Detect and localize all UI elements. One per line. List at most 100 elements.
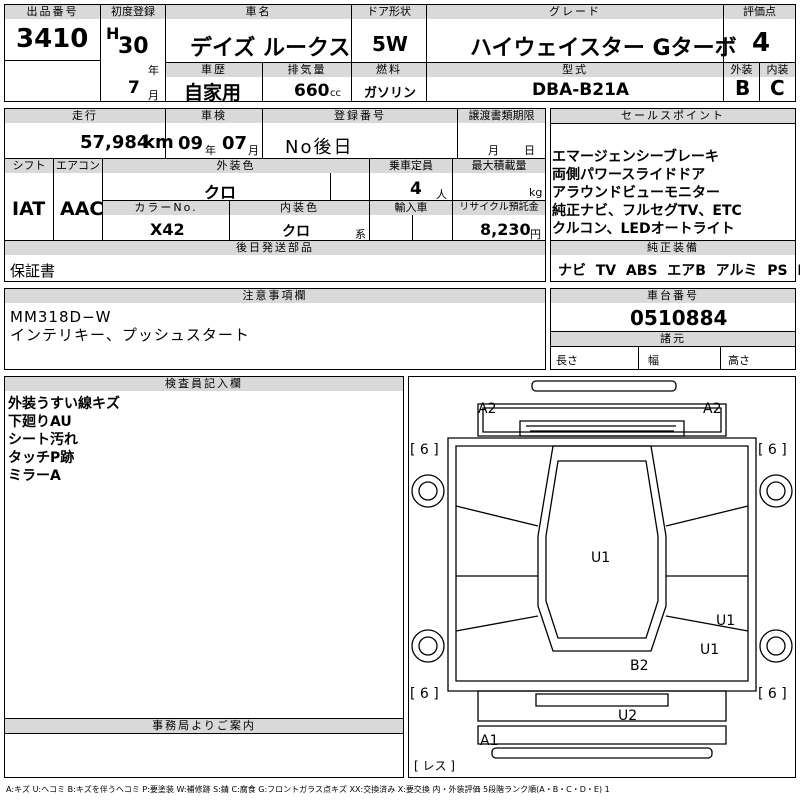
door-value: 5W bbox=[372, 32, 408, 56]
model-value: DBA-B21A bbox=[532, 80, 630, 100]
reg-year: 30 bbox=[118, 34, 149, 59]
notes-line: MM318D−W bbox=[10, 308, 112, 326]
sales-line: 純正ナビ、フルセグTV、ETC bbox=[552, 203, 742, 219]
chassis-label: 車台番号 bbox=[551, 289, 795, 303]
equip-item: PS bbox=[767, 263, 788, 279]
insp-month: 07 bbox=[222, 133, 248, 154]
label-u1-side1: U1 bbox=[716, 613, 735, 629]
ac-label: エアコン bbox=[54, 159, 102, 173]
label-u1-side2: U1 bbox=[700, 642, 719, 658]
plate-value: No後日 bbox=[285, 137, 354, 158]
label-a1: A1 bbox=[480, 733, 498, 749]
car-diagram: A2 A2 [ 6 ] [ 6 ] U1 U1 U1 B2 [ 6 ] [ 6 … bbox=[410, 380, 793, 773]
label-six-tl: [ 6 ] bbox=[410, 442, 439, 458]
capacity-value: 4 bbox=[410, 179, 422, 199]
dims-length: 長さ bbox=[556, 354, 578, 367]
score-value: 4 bbox=[752, 28, 771, 58]
sales-lines: エマージェンシーブレーキ 両側パワースライドドア アラウンドビューモニター 純正… bbox=[552, 148, 742, 238]
fuel-value: ガソリン bbox=[364, 86, 417, 101]
label-u1-roof: U1 bbox=[591, 550, 610, 566]
equipment-list: ナビ TV ABS エアB アルミ PS PW bbox=[558, 260, 800, 280]
recycle-unit: 円 bbox=[530, 228, 541, 241]
maxload-unit: kg bbox=[529, 186, 543, 199]
inspector-line: 外装うすい線キズ bbox=[8, 396, 120, 412]
later-value: 保証書 bbox=[10, 262, 56, 280]
colorno-label: カラーNo. bbox=[103, 201, 229, 215]
label-six-tr: [ 6 ] bbox=[758, 442, 787, 458]
top-frame bbox=[4, 4, 796, 102]
inspector-label: 検査員記入欄 bbox=[5, 377, 403, 391]
intcolor-value: クロ bbox=[282, 224, 310, 240]
label-six-bl: [ 6 ] bbox=[410, 686, 439, 702]
chassis-value: 0510884 bbox=[630, 306, 728, 330]
equip-item: エアB bbox=[667, 263, 706, 279]
later-label: 後日発送部品 bbox=[5, 241, 545, 255]
grade-value: ハイウェイスター Gターボ bbox=[470, 36, 737, 61]
reg-year-unit: 年 bbox=[148, 64, 159, 77]
disp-value: 660 bbox=[294, 81, 330, 101]
mid-frame bbox=[4, 108, 546, 282]
dims-width: 幅 bbox=[648, 354, 659, 367]
recycle-value: 8,230 bbox=[480, 220, 531, 239]
model-label: 型式 bbox=[427, 63, 723, 77]
inspector-frame bbox=[4, 376, 404, 778]
disp-unit: cc bbox=[330, 88, 341, 99]
intcolor-unit: 系 bbox=[355, 228, 366, 241]
chassis-frame bbox=[550, 288, 796, 370]
inspector-line: ミラーA bbox=[8, 468, 61, 484]
score-ext: B bbox=[735, 76, 751, 100]
dims-height: 高さ bbox=[728, 354, 750, 367]
sales-line: 両側パワースライドドア bbox=[552, 167, 706, 183]
maxload-label: 最大積載量 bbox=[453, 159, 545, 173]
door-label: ドア形状 bbox=[352, 5, 426, 19]
notes-frame bbox=[4, 288, 546, 370]
label-a2-left: A2 bbox=[478, 401, 496, 417]
grade-label: グレード bbox=[427, 5, 723, 19]
score-ext-label: 外装 bbox=[724, 63, 759, 77]
car-name: デイズ ルークス bbox=[190, 36, 351, 61]
diagram-frame bbox=[408, 376, 796, 778]
inspector-line: タッチP跡 bbox=[8, 450, 75, 466]
extcolor-value: クロ bbox=[204, 183, 237, 202]
disp-label: 排気量 bbox=[263, 63, 351, 77]
equip-item: アルミ bbox=[715, 263, 758, 279]
extcolor-label: 外装色 bbox=[103, 159, 369, 173]
equipment-label: 純正装備 bbox=[551, 241, 795, 255]
notes-lines: MM318D−W インテリキー、プッシュスタート bbox=[10, 308, 250, 344]
transfer-label: 譲渡書類期限 bbox=[458, 109, 545, 123]
ac-value: AAC bbox=[60, 198, 104, 220]
legend: A:キズ U:ヘコミ B:キズを伴うヘコミ P:要塗装 W:補修跡 S:錆 C:… bbox=[6, 785, 610, 794]
equip-item: PW bbox=[797, 263, 800, 279]
inspector-line: 下廻りAU bbox=[8, 414, 72, 430]
label-a2-right: A2 bbox=[703, 401, 721, 417]
transfer-day: 日 bbox=[524, 144, 535, 157]
score-label: 評価点 bbox=[724, 5, 795, 19]
fuel-label: 燃料 bbox=[352, 63, 426, 77]
mileage-unit: km bbox=[143, 132, 174, 153]
equip-item: TV bbox=[595, 263, 617, 279]
reg-month-unit: 月 bbox=[148, 89, 159, 102]
notes-line: インテリキー、プッシュスタート bbox=[10, 326, 250, 344]
lot-label: 出品番号 bbox=[5, 5, 100, 19]
shift-value: IAT bbox=[12, 198, 46, 220]
history-label: 車歴 bbox=[166, 63, 262, 77]
dims-label: 諸元 bbox=[551, 332, 795, 346]
sales-label: セールスポイント bbox=[551, 109, 795, 123]
label-six-br: [ 6 ] bbox=[758, 686, 787, 702]
equip-item: ABS bbox=[625, 263, 658, 279]
notes-label: 注意事項欄 bbox=[5, 289, 545, 303]
recycle-label: リサイクル預託金 bbox=[453, 201, 545, 215]
office-label: 事務局よりご案内 bbox=[5, 719, 403, 733]
intcolor-label: 内装色 bbox=[230, 201, 369, 215]
capacity-label: 乗車定員 bbox=[370, 159, 452, 173]
score-int: C bbox=[770, 76, 785, 100]
inspector-line: シート汚れ bbox=[8, 432, 78, 448]
lot-number: 3410 bbox=[16, 24, 89, 54]
insp-month-unit: 月 bbox=[248, 144, 259, 157]
reg-month: 7 bbox=[128, 78, 140, 98]
sales-line: クルコン、LEDオートライト bbox=[552, 221, 735, 237]
import-label: 輸入車 bbox=[370, 201, 452, 215]
inspection-label: 車検 bbox=[166, 109, 262, 123]
insp-year: 09 bbox=[178, 133, 204, 154]
label-u2: U2 bbox=[618, 708, 637, 724]
